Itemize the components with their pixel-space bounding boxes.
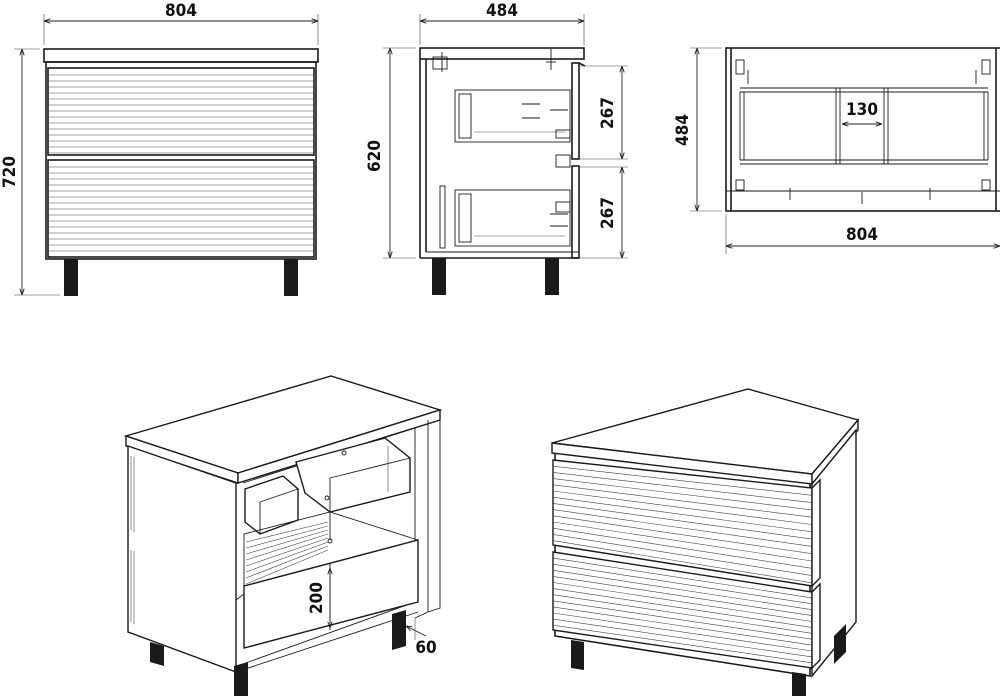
slat-line <box>552 557 813 599</box>
front-height-label: 720 <box>0 156 20 188</box>
front-drawer-top <box>47 67 315 156</box>
side-section-view: 484 620 267 267 <box>365 1 628 295</box>
slat-line <box>245 521 329 543</box>
front-leg-right <box>284 259 298 296</box>
top-view: 130 484 804 <box>673 47 1000 254</box>
drawer-height-top-label: 267 <box>598 97 618 129</box>
iso-open-leg-right <box>392 610 406 650</box>
side-width-label: 484 <box>486 1 518 21</box>
slat-line <box>245 545 329 579</box>
open-drawer-height-label: 200 <box>307 582 327 614</box>
side-height-label: 620 <box>365 140 385 172</box>
slat-line <box>552 618 813 658</box>
rail-spacing-label: 130 <box>846 100 878 120</box>
leg-setback-label: 60 <box>415 638 436 658</box>
iso-open-cabinet: 200 60 <box>123 375 443 696</box>
front-drawer-bottom <box>47 159 315 258</box>
slat-line <box>552 534 813 576</box>
slat-line <box>245 525 329 549</box>
iso-closed-leg-back <box>834 624 846 664</box>
slat-line <box>552 527 813 569</box>
iso-closed-leg-front <box>792 672 806 696</box>
slat-line <box>552 509 813 547</box>
iso-closed-cabinet <box>551 388 860 696</box>
slat-line <box>552 515 813 554</box>
slat-line <box>552 606 813 646</box>
top-width-label: 804 <box>846 225 878 245</box>
slat-line <box>552 624 813 664</box>
front-width-label: 804 <box>165 1 197 21</box>
iso-closed-leg-left <box>571 640 584 670</box>
slat-line <box>245 533 329 561</box>
slat-line <box>552 600 813 640</box>
front-leg-left <box>64 259 78 296</box>
slat-line <box>245 549 329 585</box>
slat-line <box>552 472 813 503</box>
front-view: 804 720 <box>0 1 319 296</box>
slat-line <box>552 588 813 628</box>
iso-open-leg-front <box>234 662 248 696</box>
slat-line <box>552 594 813 634</box>
slat-line <box>552 490 813 525</box>
top-depth-label: 484 <box>673 114 693 146</box>
side-leg-right <box>545 258 559 295</box>
slat-line <box>552 521 813 562</box>
slat-line <box>245 529 329 555</box>
slat-line <box>552 465 813 496</box>
drawer-height-bottom-label: 267 <box>598 197 618 229</box>
slat-line <box>552 540 813 584</box>
slat-line <box>245 541 329 573</box>
slat-line <box>552 478 813 511</box>
iso-open-leg-left <box>150 642 164 666</box>
slat-line <box>552 496 813 533</box>
slat-line <box>552 612 813 652</box>
side-leg-left <box>432 258 446 295</box>
slat-line <box>552 570 813 610</box>
slat-line <box>552 563 813 605</box>
slat-line <box>552 582 813 622</box>
slat-line <box>552 484 813 518</box>
slat-line <box>552 503 813 540</box>
slat-line <box>245 537 329 567</box>
slat-line <box>552 576 813 616</box>
